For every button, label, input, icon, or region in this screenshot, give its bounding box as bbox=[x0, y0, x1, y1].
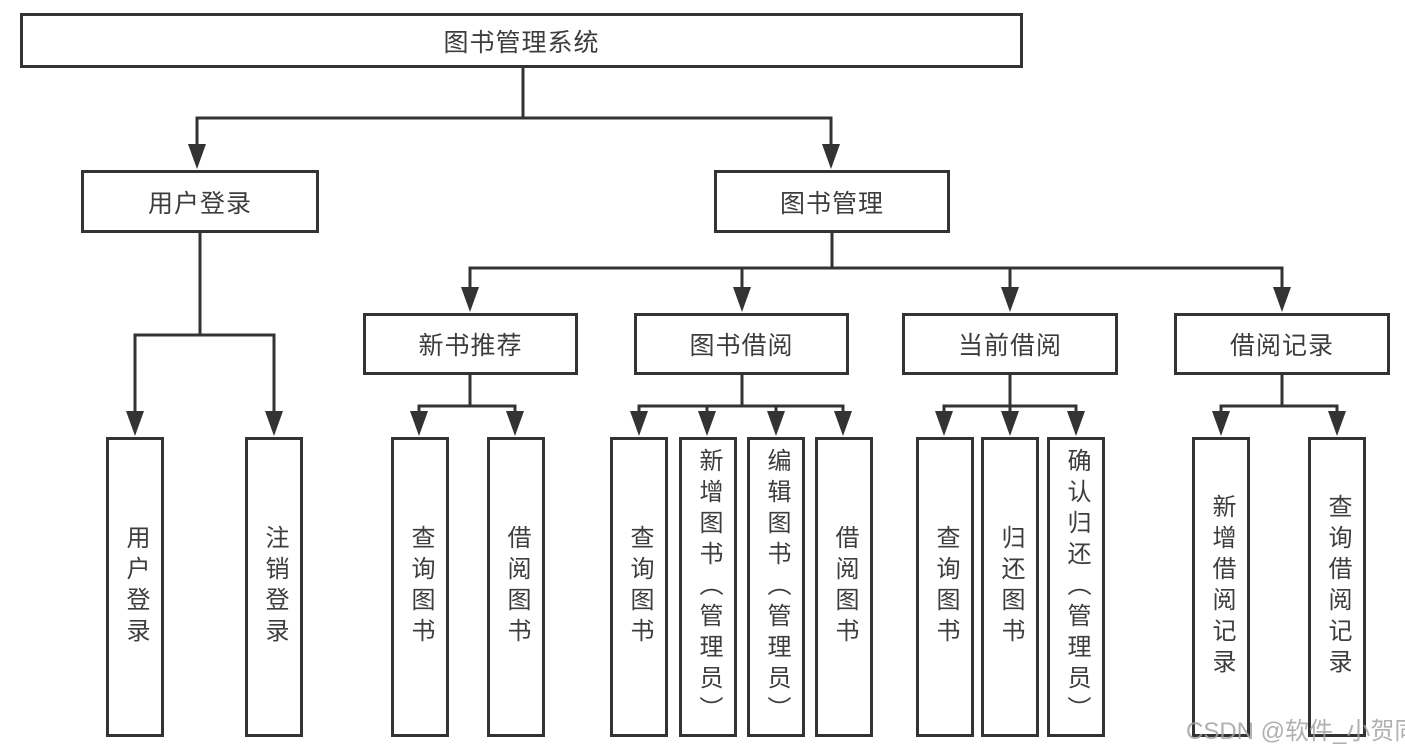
leaf-add-books-admin: 新增图书（管理员） bbox=[679, 437, 737, 737]
leaf-borrow-books-label: 借阅图书 bbox=[831, 525, 858, 649]
leaf-query-books-current-label: 查询图书 bbox=[932, 525, 959, 649]
node-user-login-label: 用户登录 bbox=[147, 189, 252, 218]
connector-root-split bbox=[195, 68, 833, 147]
leaf-add-borrow-record: 新增借阅记录 bbox=[1192, 437, 1250, 737]
connector-book-borrow-split bbox=[637, 375, 845, 414]
node-book-borrow-label: 图书借阅 bbox=[689, 332, 794, 360]
arrowheads bbox=[126, 144, 1346, 436]
leaf-return-books: 归还图书 bbox=[981, 437, 1039, 737]
leaf-confirm-return-admin: 确认归还（管理员） bbox=[1047, 437, 1105, 737]
leaf-query-books-recommend-label: 查询图书 bbox=[407, 525, 434, 649]
leaf-query-books-borrow-label: 查询图书 bbox=[626, 525, 653, 649]
node-book-management-label: 图书管理 bbox=[779, 189, 884, 218]
leaf-borrow-books: 借阅图书 bbox=[815, 437, 873, 737]
leaf-user-login-label: 用户登录 bbox=[122, 525, 149, 649]
leaf-user-login: 用户登录 bbox=[106, 437, 164, 737]
node-root-label: 图书管理系统 bbox=[443, 28, 600, 57]
leaf-query-books-borrow: 查询图书 bbox=[610, 437, 668, 737]
leaf-borrow-books-recommend-label: 借阅图书 bbox=[503, 525, 530, 649]
connector-book-mgmt-split bbox=[468, 233, 1284, 290]
node-borrow-record-label: 借阅记录 bbox=[1229, 332, 1334, 360]
leaf-logout: 注销登录 bbox=[245, 437, 303, 737]
node-book-borrow: 图书借阅 bbox=[634, 313, 849, 375]
leaf-query-books-current: 查询图书 bbox=[916, 437, 974, 737]
leaf-query-borrow-record-label: 查询借阅记录 bbox=[1324, 494, 1351, 680]
node-user-login: 用户登录 bbox=[81, 170, 319, 233]
leaf-edit-books-admin-label: 编辑图书（管理员） bbox=[763, 447, 790, 727]
node-book-management: 图书管理 bbox=[714, 170, 950, 233]
node-root: 图书管理系统 bbox=[20, 13, 1023, 68]
node-new-book-recommend: 新书推荐 bbox=[363, 313, 578, 375]
connector-user-login-split bbox=[133, 233, 276, 414]
leaf-borrow-books-recommend: 借阅图书 bbox=[487, 437, 545, 737]
leaf-return-books-label: 归还图书 bbox=[997, 525, 1024, 649]
leaf-query-books-recommend: 查询图书 bbox=[391, 437, 449, 737]
node-current-borrow: 当前借阅 bbox=[902, 313, 1118, 375]
connector-new-book-split bbox=[417, 375, 517, 414]
leaf-logout-label: 注销登录 bbox=[261, 525, 288, 649]
node-borrow-record: 借阅记录 bbox=[1174, 313, 1390, 375]
leaf-query-borrow-record: 查询借阅记录 bbox=[1308, 437, 1366, 737]
connector-borrow-record-split bbox=[1219, 375, 1339, 414]
node-new-book-recommend-label: 新书推荐 bbox=[418, 332, 523, 360]
node-current-borrow-label: 当前借阅 bbox=[957, 332, 1062, 360]
csdn-watermark: CSDN @软件_小贺同学 bbox=[1186, 718, 1405, 745]
leaf-add-books-admin-label: 新增图书（管理员） bbox=[695, 447, 722, 727]
leaf-confirm-return-admin-label: 确认归还（管理员） bbox=[1063, 447, 1090, 727]
leaf-edit-books-admin: 编辑图书（管理员） bbox=[747, 437, 805, 737]
connector-current-borrow-split bbox=[942, 375, 1078, 414]
leaf-add-borrow-record-label: 新增借阅记录 bbox=[1208, 494, 1235, 680]
